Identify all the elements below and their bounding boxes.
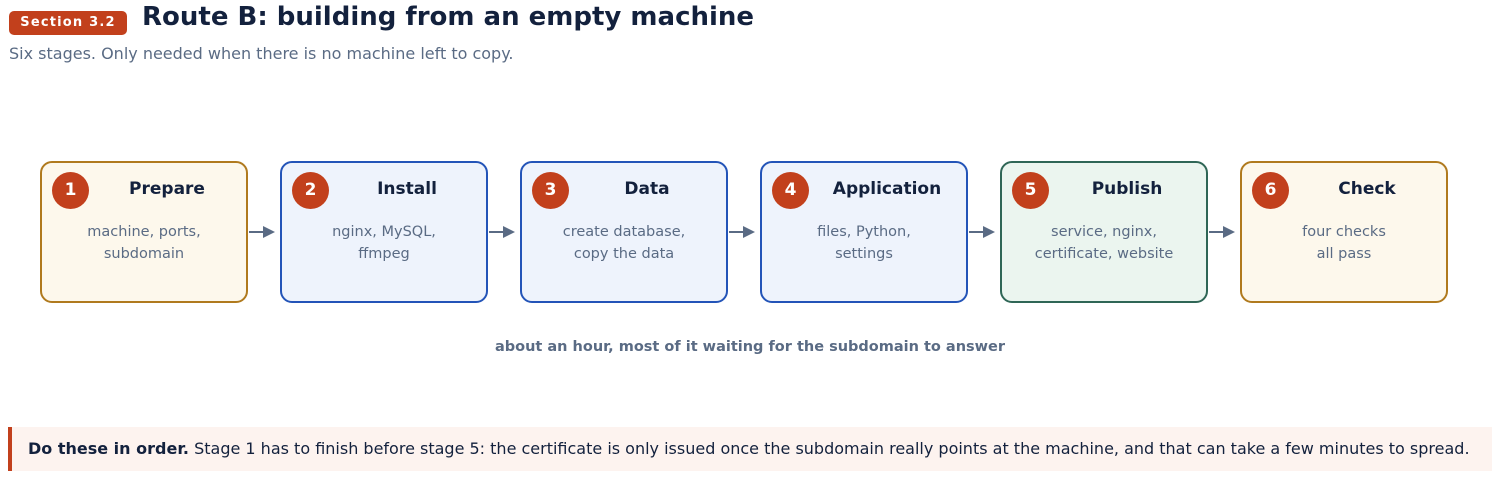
stage-title: Publish xyxy=(1091,179,1163,199)
stage-number-badge: 3 xyxy=(532,172,569,209)
arrow-right-icon xyxy=(249,226,275,238)
arrow-right-icon xyxy=(489,226,515,238)
page-title: Route B: building from an empty machine xyxy=(142,2,755,32)
arrow-right-icon xyxy=(729,226,755,238)
callout-text: Do these in order. Stage 1 has to finish… xyxy=(28,439,1470,458)
stage-detail-line: service, nginx, xyxy=(1051,224,1157,240)
callout-body: Stage 1 has to finish before stage 5: th… xyxy=(189,439,1470,458)
stage-check: 6 Check four checks all pass xyxy=(1240,161,1448,303)
stage-detail-line: settings xyxy=(835,246,893,262)
stage-detail-line: all pass xyxy=(1316,246,1372,262)
stage-detail-line: certificate, website xyxy=(1034,246,1174,262)
stage-number-badge: 5 xyxy=(1012,172,1049,209)
stage-title: Install xyxy=(377,179,437,199)
stage-title: Prepare xyxy=(129,179,205,199)
stage-prepare: 1 Prepare machine, ports, subdomain xyxy=(40,161,248,303)
stage-data: 3 Data create database, copy the data xyxy=(520,161,728,303)
stage-detail-line: four checks xyxy=(1302,224,1386,240)
stage-detail-line: files, Python, xyxy=(817,224,911,240)
stage-application: 4 Application files, Python, settings xyxy=(760,161,968,303)
stage-detail-line: copy the data xyxy=(573,246,675,262)
stage-title: Application xyxy=(832,179,942,199)
stage-detail-line: machine, ports, xyxy=(87,224,201,240)
callout-lead: Do these in order. xyxy=(28,439,189,458)
stage-number-badge: 2 xyxy=(292,172,329,209)
stage-detail-line: create database, xyxy=(562,224,686,240)
stage-detail-line: nginx, MySQL, xyxy=(332,224,436,240)
duration-note: about an hour, most of it waiting for th… xyxy=(494,339,1006,355)
stage-publish: 5 Publish service, nginx, certificate, w… xyxy=(1000,161,1208,303)
section-badge: Section 3.2 xyxy=(9,11,127,35)
page-subtitle: Six stages. Only needed when there is no… xyxy=(9,44,514,63)
stage-install: 2 Install nginx, MySQL, ffmpeg xyxy=(280,161,488,303)
order-callout: Do these in order. Stage 1 has to finish… xyxy=(8,427,1492,471)
stage-number-badge: 6 xyxy=(1252,172,1289,209)
arrow-right-icon xyxy=(1209,226,1235,238)
stage-detail-line: ffmpeg xyxy=(358,246,410,262)
arrow-right-icon xyxy=(969,226,995,238)
stage-title: Check xyxy=(1338,179,1396,199)
stage-detail-line: subdomain xyxy=(103,246,185,262)
stage-number-badge: 1 xyxy=(52,172,89,209)
stage-title: Data xyxy=(624,179,670,199)
stage-number-badge: 4 xyxy=(772,172,809,209)
